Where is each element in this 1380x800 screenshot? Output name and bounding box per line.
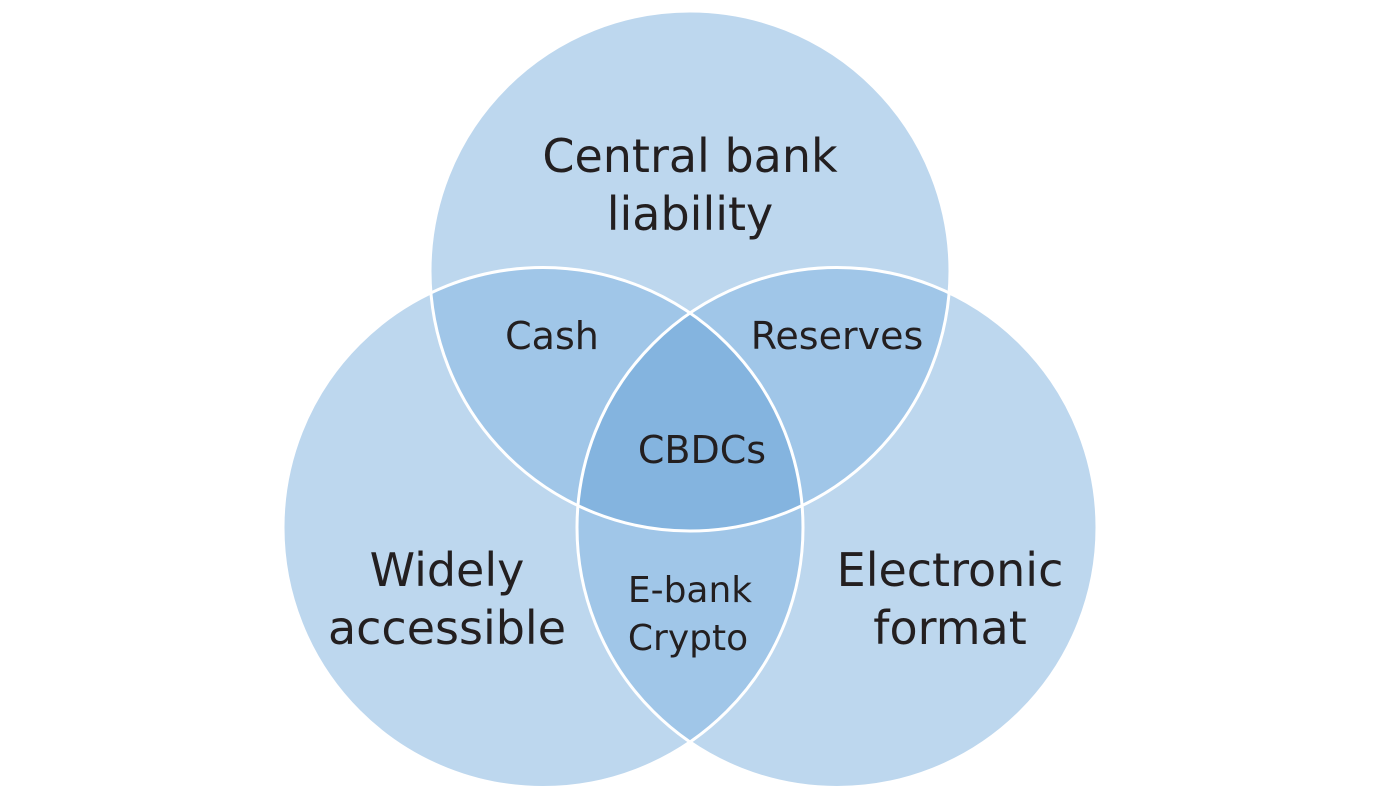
outline-top [428, 9, 952, 533]
circle-outlines [281, 9, 1099, 789]
label-ebank: E-bank [628, 570, 752, 611]
outline-left [281, 266, 805, 789]
label-right-line2: format [873, 601, 1026, 655]
label-crypto: Crypto [628, 618, 748, 659]
label-left-line1: Widely [370, 543, 525, 597]
label-cash: Cash [505, 314, 599, 358]
label-top-line1: Central bank [542, 129, 838, 183]
label-reserves: Reserves [751, 314, 924, 358]
label-left-line2: accessible [328, 601, 566, 655]
overlap-cbdcs [577, 267, 803, 531]
label-cbdcs: CBDCs [638, 428, 766, 472]
label-top-line2: liability [607, 187, 774, 241]
label-right-line1: Electronic [837, 543, 1064, 597]
outline-right [575, 266, 1099, 789]
